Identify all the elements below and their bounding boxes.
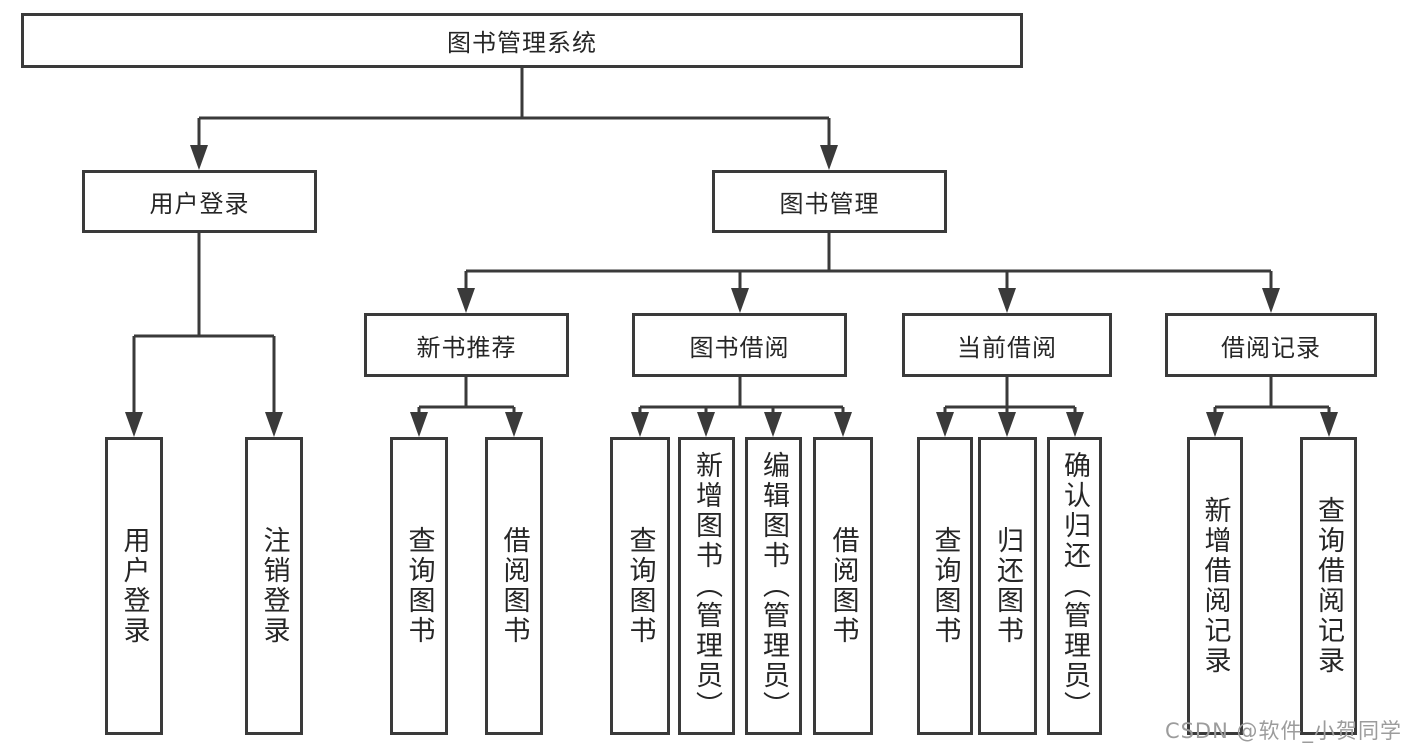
leaf-query-borrow-record: 查询借阅记录 — [1300, 437, 1357, 735]
arrowhead — [820, 145, 838, 170]
leaf-confirm-return-admin: 确认归还（管理员） — [1047, 437, 1102, 735]
leaf-label: 新增图书（管理员） — [691, 451, 722, 721]
arrowhead — [936, 412, 954, 437]
leaf-add-book-admin: 新增图书（管理员） — [678, 437, 735, 735]
arrowhead — [505, 412, 523, 437]
arrowhead — [1262, 288, 1280, 313]
leaf-query-books-borrowing: 查询图书 — [610, 437, 670, 735]
leaf-label: 借阅图书 — [827, 526, 859, 646]
node-current-borrowing: 当前借阅 — [902, 313, 1112, 377]
leaf-edit-book-admin: 编辑图书（管理员） — [745, 437, 802, 735]
arrowhead — [998, 288, 1016, 313]
leaf-label: 确认归还（管理员） — [1059, 451, 1090, 721]
arrowhead — [764, 412, 782, 437]
node-new-book-recommend: 新书推荐 — [364, 313, 569, 377]
leaf-label: 编辑图书（管理员） — [758, 451, 789, 721]
leaf-return-book: 归还图书 — [978, 437, 1037, 735]
leaf-user-login: 用户登录 — [105, 437, 163, 735]
arrowhead — [1320, 412, 1338, 437]
leaf-query-books-recommend: 查询图书 — [390, 437, 448, 735]
leaf-label: 归还图书 — [992, 526, 1023, 646]
arrowhead — [998, 412, 1016, 437]
node-book-borrowing: 图书借阅 — [632, 313, 847, 377]
leaf-query-books-current: 查询图书 — [917, 437, 973, 735]
leaf-borrow-books-recommend: 借阅图书 — [485, 437, 543, 735]
arrowhead — [631, 412, 649, 437]
leaf-label: 查询借阅记录 — [1313, 496, 1344, 676]
leaf-label: 查询图书 — [929, 526, 961, 646]
leaf-label: 查询图书 — [403, 526, 435, 646]
arrowhead — [190, 145, 208, 170]
connector-user-login-to-leaves — [132, 233, 276, 416]
arrowhead — [1066, 412, 1084, 437]
arrowhead — [834, 412, 852, 437]
connector-current-borrow-to-leaves — [943, 377, 1077, 416]
node-borrowing-records: 借阅记录 — [1165, 313, 1377, 377]
node-book-management: 图书管理 — [712, 170, 947, 233]
arrowhead — [265, 412, 283, 437]
arrowhead — [125, 412, 143, 437]
arrowhead — [1206, 412, 1224, 437]
arrowhead — [410, 412, 428, 437]
leaf-label: 用户登录 — [118, 526, 150, 646]
leaf-borrow-books: 借阅图书 — [813, 437, 873, 735]
connector-borrow-records-to-leaves — [1213, 377, 1331, 416]
node-library-management-system: 图书管理系统 — [21, 13, 1023, 68]
connector-book-borrow-to-leaves — [638, 377, 845, 416]
node-user-login: 用户登录 — [82, 170, 317, 233]
leaf-label: 新增借阅记录 — [1199, 496, 1231, 676]
leaf-add-borrow-record: 新增借阅记录 — [1187, 437, 1243, 735]
arrowhead — [457, 288, 475, 313]
leaf-logout: 注销登录 — [245, 437, 303, 735]
leaf-label: 借阅图书 — [498, 526, 530, 646]
leaf-label: 查询图书 — [624, 526, 656, 646]
arrowhead — [731, 288, 749, 313]
connector-new-book-rec-to-leaves — [417, 377, 516, 416]
connector-root-to-level2 — [197, 68, 831, 150]
watermark: CSDN @软件_小贺同学 — [1164, 719, 1402, 743]
arrowhead — [697, 412, 715, 437]
leaf-label: 注销登录 — [258, 526, 290, 646]
connector-book-mgmt-to-level3 — [464, 233, 1273, 292]
